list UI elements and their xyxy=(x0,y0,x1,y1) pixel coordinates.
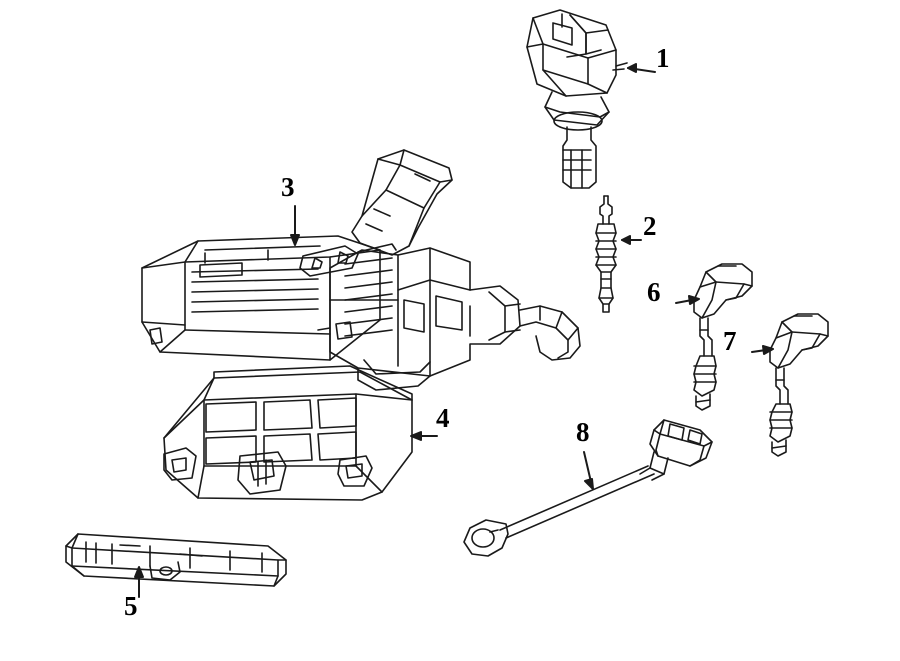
part-ignition-coil-rail xyxy=(65,533,287,587)
part-camshaft-position-sensor xyxy=(526,9,628,189)
callout-arrows xyxy=(134,63,774,598)
arrow-1 xyxy=(627,63,656,73)
arrow-5 xyxy=(134,566,144,598)
arrow-6 xyxy=(675,295,700,305)
callout-label-7: 7 xyxy=(723,326,737,356)
arrow-4 xyxy=(410,431,438,441)
part-coil-bracket-arm xyxy=(299,149,453,277)
part-spark-plug xyxy=(595,195,617,313)
part-manifold-body xyxy=(329,243,581,391)
callout-label-4: 4 xyxy=(436,403,450,433)
callout-label-8: 8 xyxy=(576,417,590,447)
arrow-3 xyxy=(290,205,300,246)
callout-label-3: 3 xyxy=(281,172,295,202)
callout-label-5: 5 xyxy=(124,591,138,621)
callout-label-2: 2 xyxy=(643,211,657,241)
part-spark-plug-wire-short xyxy=(769,313,829,457)
callout-label-6: 6 xyxy=(647,277,661,307)
part-knock-sensor xyxy=(463,419,713,557)
arrow-8 xyxy=(583,451,594,490)
part-spark-plug-wire-long xyxy=(693,263,753,411)
callout-label-1: 1 xyxy=(656,43,670,73)
arrow-7 xyxy=(751,345,774,355)
part-ecm-bracket-cover xyxy=(163,365,413,501)
arrow-2 xyxy=(621,235,642,245)
